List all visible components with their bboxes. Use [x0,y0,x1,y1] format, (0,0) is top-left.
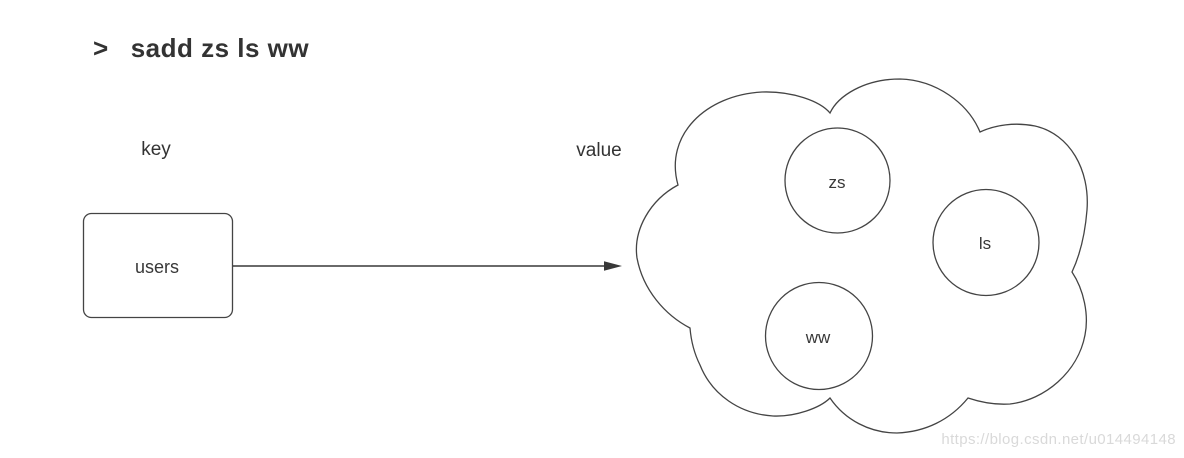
cloud-shape [635,78,1088,434]
value-label: value [576,140,622,161]
key-box [82,212,234,319]
arrow-head-icon [604,261,622,271]
key-box-label: users [135,257,179,277]
command-text: sadd zs ls ww [130,33,310,63]
command-line: > sadd zs ls ww [93,33,310,64]
watermark: https://blog.csdn.net/u014494148 [941,431,1176,448]
prompt-symbol: > [93,33,109,63]
member-circle-ww [764,281,874,391]
key-label: key [141,139,171,160]
member-label-ww: ww [805,328,831,347]
member-circle-zs [784,127,891,234]
member-label-ls: ls [979,234,991,253]
member-label-zs: zs [829,173,846,192]
member-circle-ls [932,188,1040,297]
